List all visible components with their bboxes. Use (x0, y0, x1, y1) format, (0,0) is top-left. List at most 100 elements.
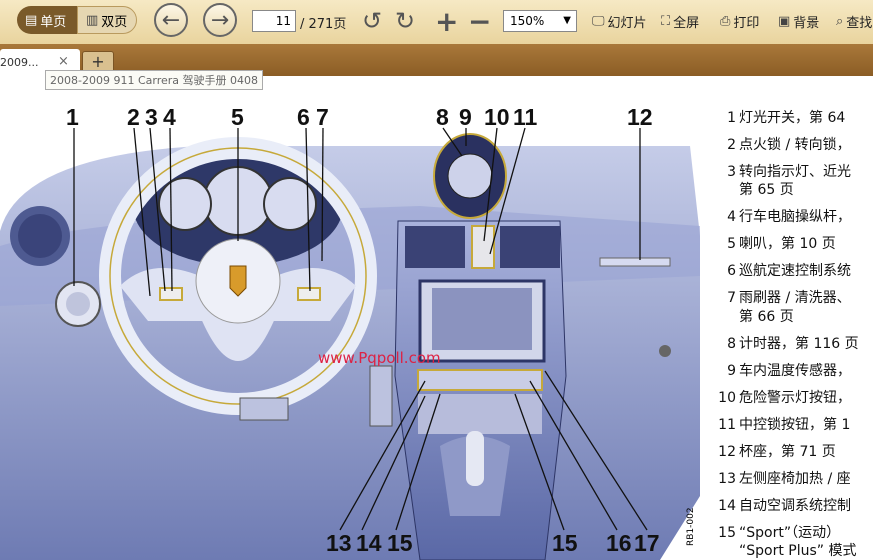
close-icon[interactable]: × (58, 54, 69, 69)
rotate-right-icon[interactable]: ↻ (395, 7, 416, 35)
legend-number: 7 (727, 290, 736, 306)
print-label: 打印 (733, 16, 760, 31)
legend-number: 12 (718, 444, 736, 460)
arrow-left-icon: ← (161, 7, 181, 33)
document-page: RB1-002 1 2 3 4 5 6 7 8 9 10 11 12 13 14… (0, 76, 873, 560)
chevron-down-icon: ▼ (563, 15, 571, 26)
callout-4: 4 (163, 104, 176, 130)
printer-icon: ⎙ (720, 14, 731, 29)
legend-text: 灯光开关，第 64 (739, 110, 846, 126)
callout-3: 3 (145, 104, 158, 130)
fullscreen-icon: ⛶ (661, 14, 671, 29)
legend-item: “Sport Plus” 模式 (714, 540, 857, 560)
tab-tooltip: 2008-2009 911 Carrera 驾驶手册 0408 (45, 70, 263, 90)
legend-number: 9 (727, 363, 736, 379)
slideshow-button[interactable]: 🖵 幻灯片 (592, 12, 647, 31)
background-button[interactable]: ▣ 背景 (778, 12, 819, 31)
slideshow-label: 幻灯片 (607, 16, 647, 31)
forward-button[interactable]: → (203, 3, 237, 37)
zoom-out-icon[interactable]: − (468, 5, 492, 38)
zoom-in-icon[interactable]: + (435, 5, 459, 38)
legend-text: 转向指示灯、近光 (739, 164, 851, 180)
page-number-input[interactable]: 11 (252, 10, 296, 32)
legend-text: 喇叭，第 10 页 (739, 236, 836, 252)
legend-number: 15 (718, 525, 736, 541)
legend-item: 第 66 页 (714, 306, 794, 326)
legend-number: 4 (727, 209, 736, 225)
double-page-label: 双页 (101, 14, 128, 30)
search-label: 查找 (846, 16, 873, 31)
legend-text: 左侧座椅加热 / 座 (739, 471, 851, 487)
double-page-icon: ▥ (86, 12, 99, 28)
legend-number: 14 (718, 498, 736, 514)
watermark: www.Pqpoll.com (318, 349, 441, 367)
legend-item: 第 65 页 (714, 179, 794, 199)
callout-10: 10 (484, 104, 510, 130)
legend-text: 点火锁 / 转向锁， (739, 137, 851, 153)
search-button[interactable]: ⌕ 查找 (836, 12, 872, 31)
page-icon: ▤ (25, 12, 38, 28)
slideshow-icon: 🖵 (592, 14, 605, 29)
zoom-value: 150% (510, 14, 545, 28)
single-page-label: 单页 (40, 14, 67, 30)
callout-11: 11 (513, 104, 538, 130)
tab-label: 2009... (0, 56, 39, 69)
legend-text: 杯座，第 71 页 (739, 444, 836, 460)
back-button[interactable]: ← (154, 3, 188, 37)
callout-9: 9 (459, 104, 472, 130)
callout-17: 17 (634, 530, 660, 556)
legend-number: 2 (727, 137, 736, 153)
callout-5: 5 (231, 104, 244, 130)
dashboard-illustration: RB1-002 (0, 127, 700, 560)
legend-text: 危险警示灯按钮， (739, 390, 851, 406)
legend-text: 计时器，第 116 页 (739, 336, 859, 352)
legend-number: 13 (718, 471, 736, 487)
legend-number: 11 (718, 417, 736, 433)
arrow-right-icon: → (210, 7, 230, 33)
fullscreen-label: 全屏 (673, 16, 700, 31)
search-icon: ⌕ (836, 14, 844, 29)
legend-text: 行车电脑操纵杆， (739, 209, 851, 225)
callout-16: 16 (606, 530, 632, 556)
background-icon: ▣ (778, 14, 791, 29)
legend-text: “Sport Plus” 模式 (739, 543, 857, 559)
legend-text: 自动空调系统控制 (739, 498, 851, 514)
callout-15b: 15 (552, 530, 578, 556)
single-page-button[interactable]: ▤ 单页 (17, 6, 77, 34)
callout-12: 12 (627, 104, 653, 130)
toolbar: ▤ 单页 ▥ 双页 ← → 11 / 271页 ↺ ↻ + − 150% ▼ 🖵… (0, 0, 873, 45)
legend-number: 5 (727, 236, 736, 252)
zoom-select[interactable]: 150% ▼ (503, 10, 577, 32)
background-label: 背景 (793, 16, 820, 31)
callout-15: 15 (387, 530, 413, 556)
legend-text: 车内温度传感器， (739, 363, 851, 379)
legend-text: 巡航定速控制系统 (739, 263, 851, 279)
callout-13: 13 (326, 530, 352, 556)
rotate-left-icon[interactable]: ↺ (362, 7, 383, 35)
callout-6: 6 (297, 104, 310, 130)
callout-7: 7 (316, 104, 329, 130)
fullscreen-button[interactable]: ⛶ 全屏 (661, 12, 699, 31)
print-button[interactable]: ⎙ 打印 (720, 12, 759, 31)
legend-number: 10 (718, 390, 736, 406)
legend-text: “Sport”（运动） (739, 525, 841, 541)
callout-14: 14 (356, 530, 382, 556)
legend-text: 第 66 页 (739, 309, 794, 325)
double-page-button[interactable]: ▥ 双页 (77, 6, 137, 34)
callout-2: 2 (127, 104, 140, 130)
legend-number: 3 (727, 164, 736, 180)
